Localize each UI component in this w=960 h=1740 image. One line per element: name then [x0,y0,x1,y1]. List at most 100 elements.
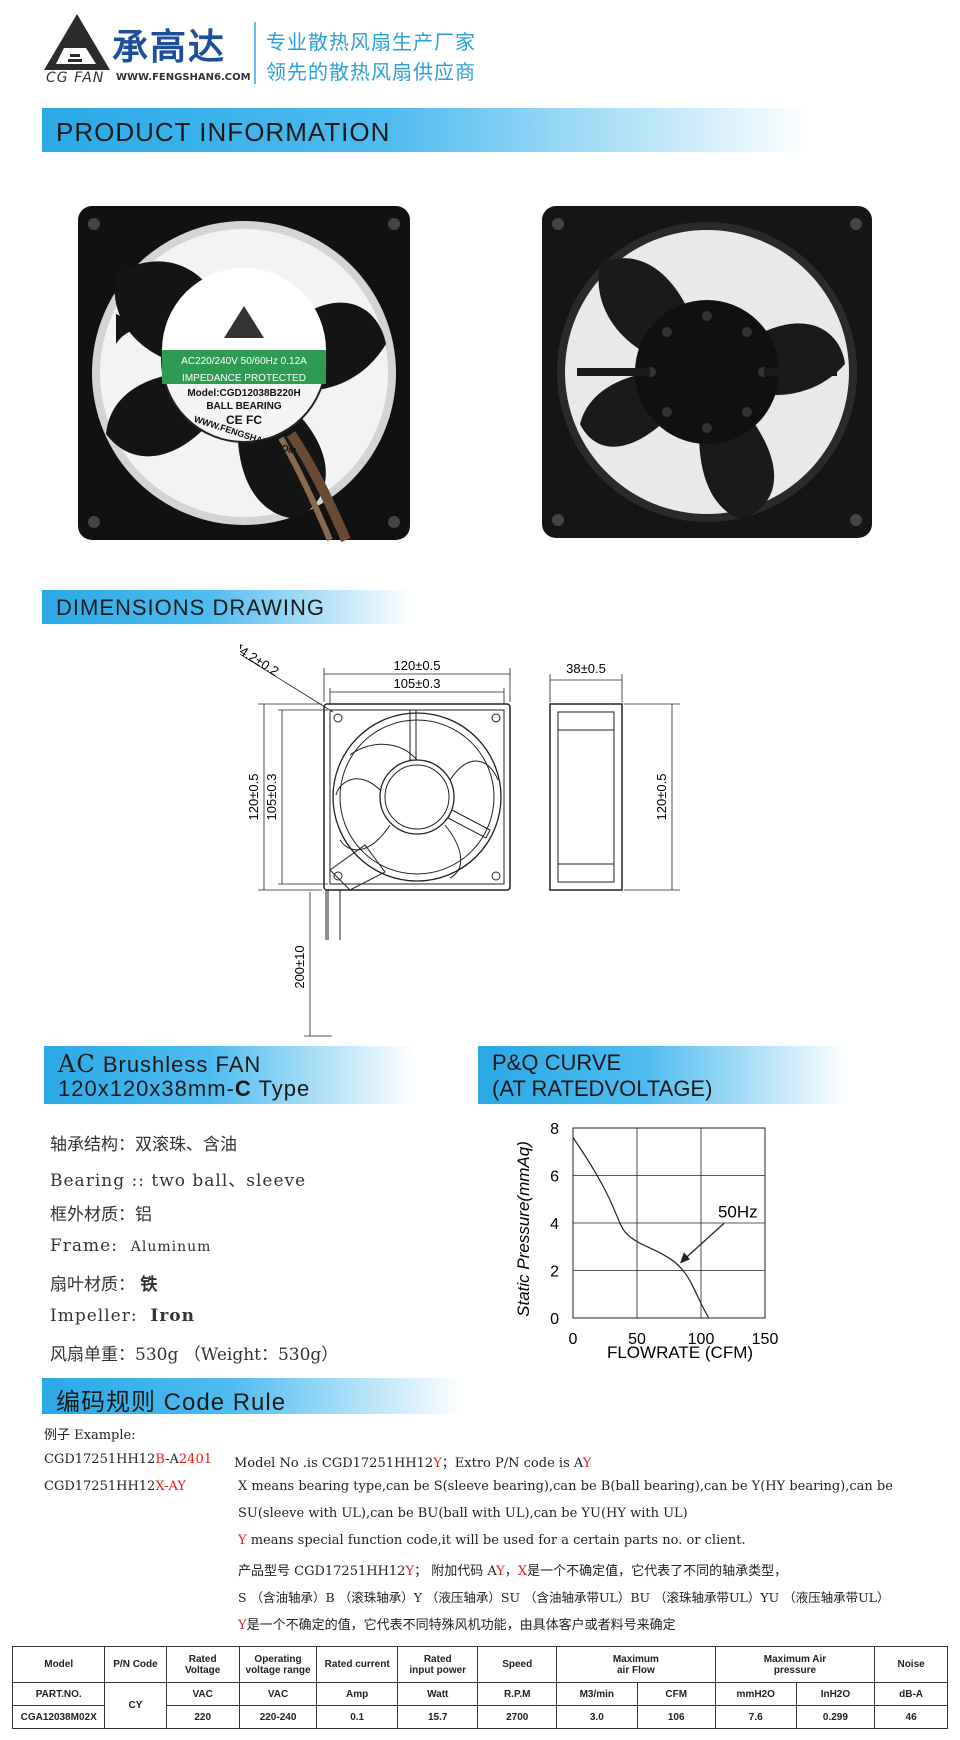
cell-noise: 46 [874,1705,948,1729]
dimensions-drawing: 120±0.5 105±0.3 Ø4.2±0.2 120±0.5 105±0.3… [240,640,680,1037]
fan-title-ac: AC [58,1050,96,1078]
cell-mmh2o: 7.6 [714,1705,797,1729]
pq-annotation-arrowhead [679,1252,690,1264]
cell-inh2o: 0.299 [795,1705,876,1729]
fan-title-rest: Brushless FAN [95,1052,262,1077]
unit-vac-1: VAC [165,1682,240,1706]
fan-label-line-3: Model:CGD12038B220H [187,388,300,399]
unit-cfm: CFM [636,1682,716,1706]
cn-desc-line-1: 产品型号 CGD17251HH12Y； 附加代码 AY，X是一个不确定值，它代表… [238,1564,788,1579]
dim-hole: Ø4.2±0.2 [240,640,282,679]
cell-m3min: 3.0 [555,1705,638,1729]
pq-annotation-label: 50Hz [718,1202,758,1221]
spec-bearing-cn: 轴承结构：双滚珠、含油 [50,1135,237,1155]
spec-impeller-en: Impeller: Iron [50,1306,195,1326]
brand-logo-icon [44,14,110,70]
brand-url[interactable]: WWW.FENGSHAN6.COM [116,72,251,83]
pq-xtick-label: 150 [752,1331,779,1348]
cell-rated-current: 0.1 [316,1705,399,1729]
fan-label-line-1: AC220/240V 50/60Hz 0.12A [181,356,307,367]
cell-rated-voltage: 220 [165,1705,240,1729]
cell-cfm: 106 [636,1705,716,1729]
cn-desc-line-2: S （含油轴承）B （滚珠轴承）Y （液压轴承）SU （含油轴承带UL）BU （… [238,1590,890,1605]
dim-width-inner: 105±0.3 [394,676,441,691]
brand-name-cn: 承高达 [112,27,227,68]
fan-subtitle-type: Type [251,1076,311,1101]
example-label: 例子 Example: [44,1428,136,1443]
th-rated-current: Rated current [316,1646,399,1683]
spec-frame-cn: 框外材质：铝 [50,1205,152,1225]
dim-side-height: 120±0.5 [654,774,669,821]
fan-title: AC Brushless FAN [58,1050,261,1078]
th-rated-power: Rated input power [397,1646,479,1683]
unit-part-no: PART.NO. [11,1682,106,1706]
pq-ytick-label: 0 [550,1311,559,1328]
pq-ytick-label: 8 [550,1121,559,1138]
th-noise: Noise [874,1646,948,1683]
spec-weight: 风扇单重：530g （Weight：530g） [50,1345,339,1365]
pq-xtick-label: 50 [628,1331,646,1348]
unit-vac-2: VAC [238,1682,318,1706]
section-code-rule: 编码规则 Code Rule [42,1378,462,1416]
pq-xlabel: FLOWRATE (CFM) [607,1343,753,1362]
cn-desc-line-3: Y是一个不确定的值，它代表不同特殊风机功能，由具体客户或者料号来确定 [238,1618,676,1633]
fan-subtitle-c: C [234,1076,252,1101]
th-operating-voltage: Operating voltage range [238,1646,318,1683]
unit-dba: dB-A [874,1682,948,1706]
pq-title-1: P&Q CURVE [492,1050,622,1075]
x-desc-line-2: SU(sleeve with UL),can be BU(ball with U… [238,1506,688,1521]
dim-depth: 38±0.5 [566,661,606,676]
pq-annotation-arrow [681,1222,725,1262]
section-title: DIMENSIONS DRAWING [56,595,325,620]
section-product-information: PRODUCT INFORMATION [42,108,810,152]
th-rated-voltage: Rated Voltage [165,1646,240,1683]
pq-title-2: (AT RATEDVOLTAGE) [492,1076,713,1101]
fan-label-line-5: CE FC [226,413,262,427]
fan-subtitle-size: 120x120x38mm- [58,1076,235,1101]
dim-height-inner: 105±0.3 [264,774,279,821]
unit-rpm: R.P.M [477,1682,557,1706]
th-max-airflow: Maximum air Flow [555,1646,716,1683]
table-unit-row: PART.NO. CY VAC VAC Amp Watt R.P.M M3/mi… [11,1682,948,1729]
pq-ylabel: Static Pressure(mmAq) [514,1141,533,1317]
pq-series-50hz [572,1137,710,1319]
cell-operating-voltage: 220-240 [238,1705,318,1729]
th-model: Model [11,1646,106,1683]
table-header-row: Model P/N Code Rated Voltage Operating v… [11,1646,948,1683]
spec-bearing-en: Bearing :: two ball、sleeve [50,1171,307,1191]
example-2-code: CGD17251HH12X-AY [44,1479,186,1494]
cell-model: CGA12038M02X [11,1705,106,1729]
spec-table: Model P/N Code Rated Voltage Operating v… [11,1646,948,1729]
unit-m3min: M3/min [555,1682,638,1706]
header-divider [254,22,256,84]
unit-amp: Amp [316,1682,399,1706]
spec-frame-en: Frame: Aluminum [50,1236,212,1256]
y-desc: Y means special function code,it will be… [238,1533,746,1548]
pq-ytick-label: 6 [550,1169,559,1186]
th-max-pressure: Maximum Air pressure [714,1646,876,1683]
unit-pn-code: CY [104,1682,167,1729]
x-desc-line-1: X means bearing type,can be S(sleeve bea… [238,1479,893,1494]
fan-label-line-4: BALL BEARING [206,401,282,412]
fan-subtitle: 120x120x38mm-C Type [58,1076,310,1102]
section-title: 编码规则 Code Rule [56,1389,287,1416]
table-row: CGA12038M02X 220 220-240 0.1 15.7 2700 3… [11,1705,948,1729]
cell-rated-power: 15.7 [397,1705,479,1729]
fan-front-photo: AC220/240V 50/60Hz 0.12A IMPEDANCE PROTE… [78,206,410,542]
slogan-line-1: 专业散热风扇生产厂家 [266,30,476,54]
section-fan-type: AC Brushless FAN 120x120x38mm-C Type [44,1046,414,1104]
dim-width-outer: 120±0.5 [394,658,441,673]
th-pn-code: P/N Code [104,1646,167,1683]
dim-height-outer: 120±0.5 [246,774,261,821]
dim-lead: 200±10 [292,945,307,988]
th-speed: Speed [477,1646,557,1683]
example-1-desc: Model No .is CGD17251HH12Y；Extro P/N cod… [234,1456,592,1471]
section-dimensions-drawing: DIMENSIONS DRAWING [42,590,412,624]
unit-mmh2o: mmH2O [714,1682,797,1706]
fan-label-line-2: IMPEDANCE PROTECTED [182,373,306,384]
unit-inh2o: InH2O [795,1682,876,1706]
pq-ytick-label: 4 [550,1216,559,1233]
brand-name-en: CG FAN [46,70,105,86]
section-pq-curve: P&Q CURVE (AT RATEDVOLTAGE) [478,1046,848,1104]
